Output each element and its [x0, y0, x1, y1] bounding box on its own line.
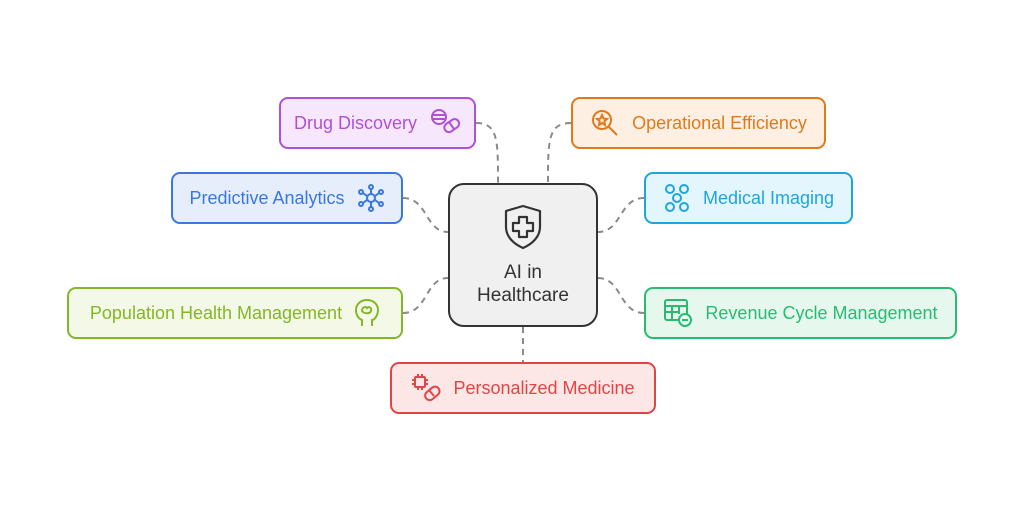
node-medical-imaging[interactable]: Medical Imaging — [644, 172, 853, 224]
node-revenue-cycle-management[interactable]: Revenue Cycle Management — [644, 287, 957, 339]
pill-capsule-icon — [431, 109, 461, 134]
connector-drug — [475, 122, 499, 184]
central-topic[interactable]: AI in Healthcare — [448, 183, 598, 327]
node-personalized-medicine[interactable]: Personalized Medicine — [390, 362, 656, 414]
chip-pill-icon — [412, 374, 441, 402]
connector-operational — [547, 122, 572, 184]
node-label: Personalized Medicine — [453, 377, 635, 398]
node-label: Population Health Management — [89, 302, 343, 323]
node-label: Medical Imaging — [702, 187, 835, 208]
connector-revenue — [597, 277, 645, 314]
star-magnifier-icon — [592, 110, 618, 136]
node-drug-discovery[interactable]: Drug Discovery — [279, 97, 476, 149]
central-title-line1: AI in — [503, 262, 543, 283]
connector-imaging — [597, 197, 645, 233]
node-population-health-management[interactable]: Population Health Management — [67, 287, 403, 339]
central-title-line2: Healthcare — [477, 285, 569, 306]
node-operational-efficiency[interactable]: Operational Efficiency — [571, 97, 826, 149]
node-label: Revenue Cycle Management — [705, 302, 938, 323]
connector-predictive — [402, 197, 449, 233]
shield-plus-icon — [504, 204, 542, 250]
cells-icon — [664, 184, 689, 212]
table-minus-icon — [664, 299, 693, 327]
node-label: Drug Discovery — [293, 112, 418, 133]
node-predictive-analytics[interactable]: Predictive Analytics — [171, 172, 403, 224]
node-label: Predictive Analytics — [189, 187, 345, 208]
connector-population — [402, 277, 449, 314]
network-eye-icon — [357, 184, 384, 212]
head-brain-icon — [355, 298, 380, 326]
node-label: Operational Efficiency — [632, 112, 807, 133]
